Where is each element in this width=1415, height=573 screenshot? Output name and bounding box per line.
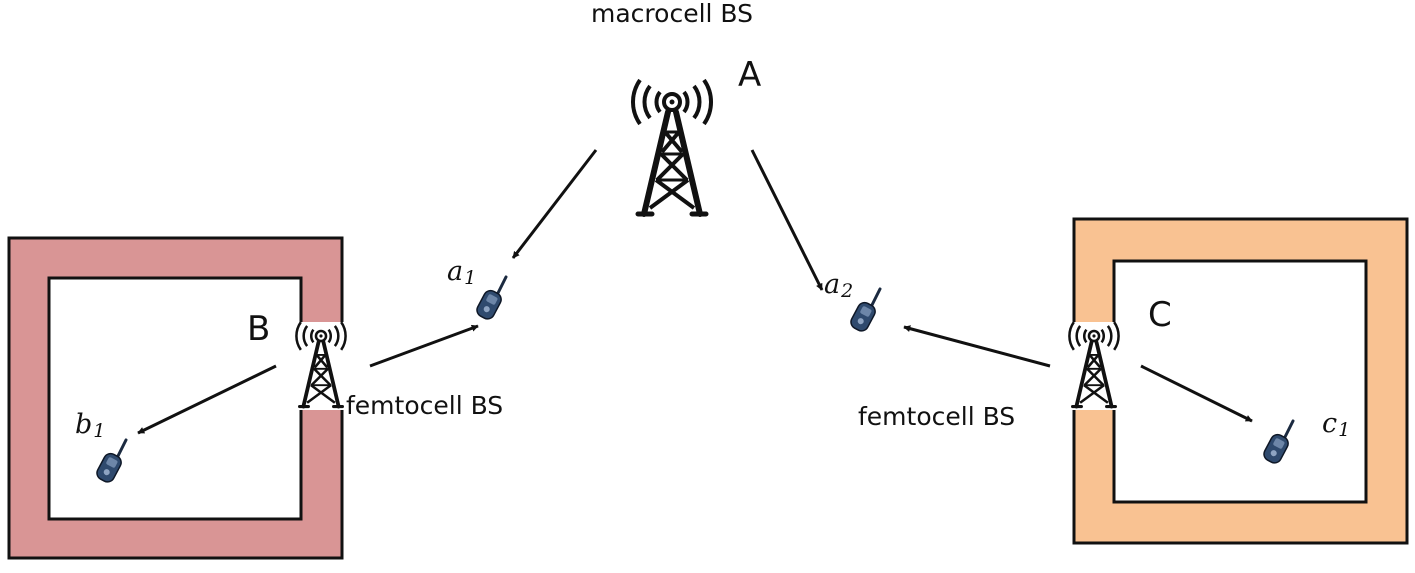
user-a1-label: a1 xyxy=(447,256,476,289)
femtocell-c-caption: femtocell BS xyxy=(858,402,1015,431)
user-c1-base: c xyxy=(1322,408,1337,439)
user-a2-sub: 2 xyxy=(840,280,853,302)
building-b-interior xyxy=(47,276,303,521)
arrow-b-to-a1 xyxy=(369,324,479,368)
macrocell-letter: A xyxy=(738,55,761,95)
user-c1-label: c1 xyxy=(1322,408,1350,441)
femtocell-b-letter: B xyxy=(247,309,270,349)
arrow-c-to-c1 xyxy=(1140,364,1253,423)
building-c-interior xyxy=(1112,259,1368,504)
user-b1-sub: 1 xyxy=(93,420,105,442)
user-a2-label: a2 xyxy=(824,269,853,302)
user-a1-sub: 1 xyxy=(464,267,476,289)
femtocell-c-letter: C xyxy=(1148,295,1172,335)
user-a1-base: a xyxy=(447,256,463,287)
arrow-c-to-a2 xyxy=(903,325,1051,368)
links xyxy=(137,149,1253,435)
user-a2-base: a xyxy=(824,269,840,300)
macrocell-caption: macrocell BS xyxy=(591,0,753,28)
arrow-a-to-a2 xyxy=(750,149,824,291)
building-b xyxy=(7,236,344,560)
handset-a2-icon xyxy=(847,287,882,335)
femtocell-b-caption: femtocell BS xyxy=(346,391,503,420)
building-c xyxy=(1072,217,1409,545)
user-c1-sub: 1 xyxy=(1338,419,1350,441)
macrocell-tower-icon xyxy=(633,80,711,214)
user-b1-label: b1 xyxy=(75,409,105,442)
arrow-b-to-b1 xyxy=(137,364,277,435)
arrow-a-to-a1 xyxy=(511,149,598,259)
handset-a1-icon xyxy=(473,275,508,323)
user-b1-base: b xyxy=(75,409,92,440)
